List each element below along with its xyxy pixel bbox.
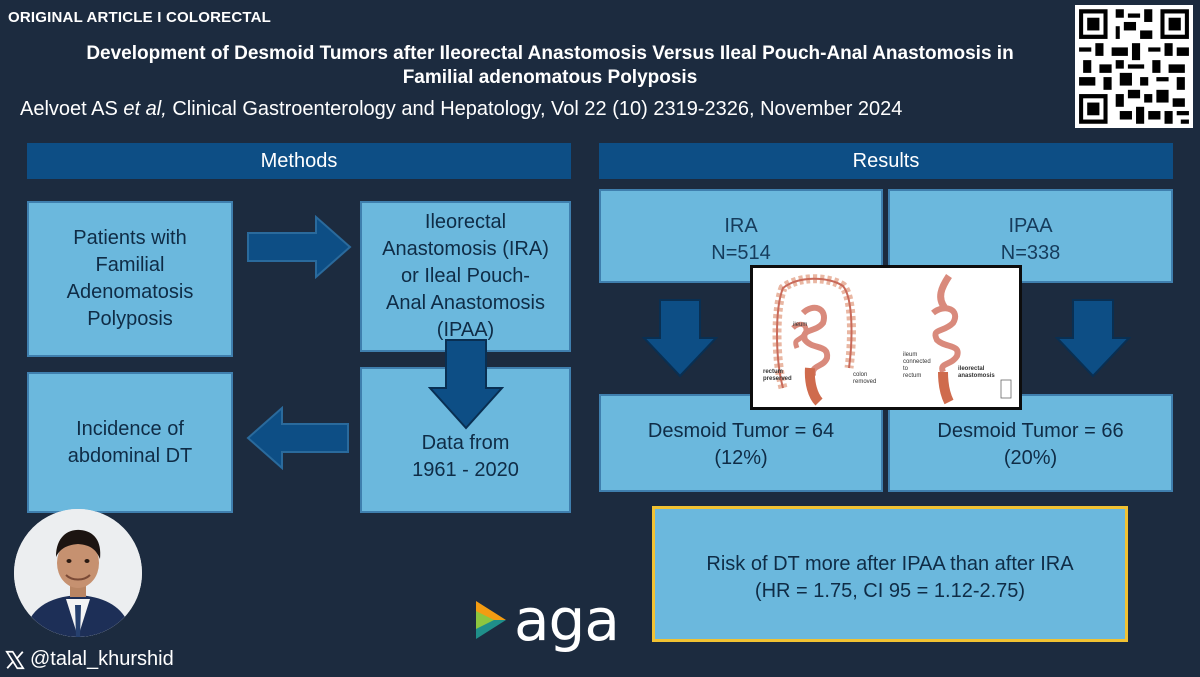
incidence-line: abdominal DT [67, 444, 193, 467]
illustration-label: ileum [903, 352, 917, 358]
methods-heading: Methods [27, 143, 571, 179]
social-handle[interactable]: @talal_khurshid [4, 648, 174, 671]
ira-count: N=514 [711, 242, 771, 264]
ipaa-count: N=338 [1000, 242, 1061, 264]
ipaa-outcome-box: Desmoid Tumor = 66 (20%) [888, 394, 1173, 492]
illustration-label: rectum [903, 373, 921, 379]
qr-code-icon[interactable] [1075, 5, 1193, 128]
handle-text: @talal_khurshid [30, 648, 174, 670]
citation-etal: et al, [123, 98, 167, 120]
patients-line: Familial [95, 254, 165, 276]
patients-box: Patients with Familial Adenomatosis Poly… [27, 201, 233, 357]
citation-author: Aelvoet AS [20, 98, 124, 120]
illustration-label: connected [903, 359, 931, 365]
aga-logo: aga [474, 586, 620, 654]
illustration-label: ileum [793, 322, 807, 328]
ira-group-box: IRA N=514 [599, 189, 883, 283]
article-category: ORIGINAL ARTICLE I COLORECTAL [8, 9, 272, 26]
ipaa-label: IPAA [1008, 215, 1053, 237]
incidence-line: Incidence of [76, 417, 184, 440]
incidence-box: Incidence of abdominal DT [27, 372, 233, 513]
surgery-illustration: ileum rectum preserved colon removed ile… [750, 265, 1022, 410]
ira-percentage: (12%) [714, 447, 768, 469]
ira-outcome-box: Desmoid Tumor = 64 (12%) [599, 394, 883, 492]
ipaa-percentage: (20%) [1003, 447, 1058, 469]
illustration-label: colon [853, 372, 867, 378]
aga-logo-icon [476, 601, 506, 639]
procedure-line: (IPAA) [436, 319, 495, 341]
ira-label: IRA [724, 215, 758, 237]
ipaa-outcome: Desmoid Tumor = 66 [937, 420, 1124, 442]
arrow-right-icon [247, 215, 352, 279]
key-finding-text: Risk of DT more after IPAA than after IR… [706, 553, 1074, 575]
patients-line: Polyposis [87, 308, 173, 330]
article-title: Development of Desmoid Tumors after Ileo… [86, 43, 1014, 88]
avatar [14, 509, 142, 637]
illustration-label: rectum [763, 369, 783, 375]
citation-journal: Clinical Gastroenterology and Hepatology… [166, 98, 903, 120]
illustration-label: ileorectal [958, 366, 985, 372]
x-logo-icon [5, 650, 25, 669]
data-range-line: Data from [421, 432, 510, 454]
procedure-box: Ileorectal Anastomosis (IRA) or Ileal Po… [360, 201, 571, 352]
key-finding-box: Risk of DT more after IPAA than after IR… [652, 506, 1128, 642]
arrow-left-icon [246, 406, 349, 470]
results-heading: Results [599, 143, 1173, 179]
illustration-label: anastomosis [958, 373, 995, 379]
data-range-line: 1961 - 2020 [412, 459, 519, 481]
illustration-label: to [903, 366, 909, 372]
illustration-label: preserved [763, 376, 792, 382]
patients-line: Patients with [73, 227, 187, 249]
arrow-down-icon [428, 339, 504, 430]
ira-outcome: Desmoid Tumor = 64 [647, 420, 835, 442]
procedure-line: Anal Anastomosis [386, 292, 545, 314]
arrow-down-icon [1055, 299, 1131, 378]
procedure-line: or Ileal Pouch- [401, 265, 530, 287]
procedure-line: Ileorectal [424, 211, 507, 233]
arrow-down-icon [642, 299, 718, 378]
citation: Aelvoet AS et al, Clinical Gastroenterol… [20, 98, 902, 121]
hazard-ratio: (HR = 1.75, CI 95 = 1.12-2.75) [754, 580, 1026, 602]
patients-line: Adenomatosis [66, 281, 194, 303]
aga-logo-text: aga [514, 586, 620, 654]
procedure-line: Anastomosis (IRA) [382, 238, 549, 260]
illustration-label: removed [853, 379, 876, 385]
